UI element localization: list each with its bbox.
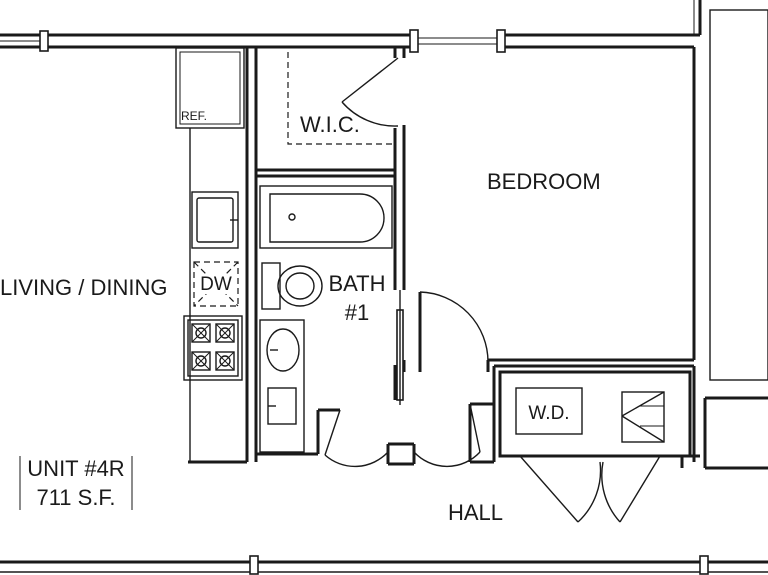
toilet [261,262,323,310]
dishwasher: DW [193,261,239,307]
doors [324,57,661,523]
bathroom [259,185,393,453]
hall-label: HALL [448,500,503,525]
hvac-unit-icon [621,391,665,443]
burner-icon [191,351,211,371]
burner-icon [191,323,211,343]
washer-dryer-label: W.D. [528,403,569,424]
window-top-left [0,30,49,52]
refrigerator: REF. [175,47,245,129]
unit-number: UNIT #4R [27,456,124,481]
bath-number-label: #1 [345,300,369,325]
wic-label: W.I.C. [300,112,360,137]
unit-info: UNIT #4R 711 S.F. [19,456,133,510]
dishwasher-label: DW [200,274,232,295]
living-dining-label: LIVING / DINING [0,275,167,300]
burner-icon [215,323,235,343]
unit-area: 711 S.F. [36,485,115,510]
bedroom-label: BEDROOM [487,169,601,194]
stove [183,315,243,381]
vanity [259,319,305,453]
interior-walls [188,47,700,468]
kitchen: REF. DW [175,47,245,381]
window-top-right [409,29,506,53]
kitchen-sink [191,191,239,249]
hall-closet-doors-left [324,403,481,468]
wd-closet-doors [519,455,661,523]
walk-in-closet: W.I.C. [287,52,392,145]
burner-icon [215,351,235,371]
bath-door [419,291,489,363]
washer-dryer: W.D. [515,387,665,443]
bathtub [259,185,393,249]
bath-label: BATH [328,271,385,296]
refrigerator-label: REF. [181,109,207,123]
wic-door [341,57,399,127]
